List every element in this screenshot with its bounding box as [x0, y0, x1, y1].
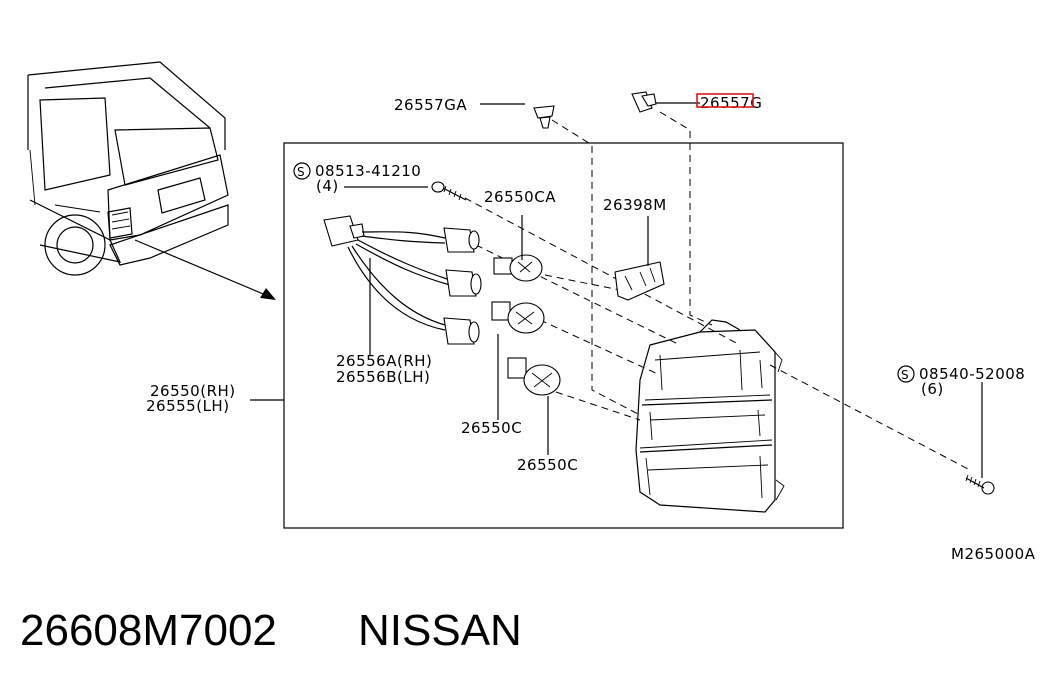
label-lamp-lh[interactable]: 26555(LH) [146, 397, 230, 415]
label-screw-top-code[interactable]: 08513-41210 [315, 162, 421, 180]
bracket-part [614, 216, 665, 301]
highlight-box [696, 93, 754, 108]
label-bulb-c-2[interactable]: 26550C [517, 456, 578, 474]
grommet-g-part [631, 91, 700, 113]
label-screw-right-code[interactable]: 08540-52008 [919, 365, 1025, 383]
bulb-ca-part [493, 215, 543, 282]
assembly-frame [283, 142, 844, 529]
bulb-c-part-1 [491, 301, 545, 420]
screw-top-part [344, 181, 467, 201]
bulb-c-part-2 [507, 357, 561, 455]
label-bulb-c-1[interactable]: 26550C [461, 419, 522, 437]
diagram-code: M265000A [951, 545, 1036, 563]
label-socket-rh[interactable]: 26556A(RH) [336, 352, 432, 370]
label-socket-lh[interactable]: 26556B(LH) [336, 368, 430, 386]
label-bulb-ca[interactable]: 26550CA [484, 188, 556, 206]
brand-name: NISSAN [358, 606, 522, 655]
screw-symbol-top-icon [293, 162, 311, 180]
screw-symbol-top: S [297, 165, 305, 179]
screw-symbol-right: S [901, 368, 909, 382]
screw-symbol-right-icon [897, 365, 915, 383]
grommet-a-part [480, 103, 555, 129]
label-screw-right-qty: (6) [921, 380, 944, 398]
label-grommet-a[interactable]: 26557GA [394, 96, 467, 114]
label-screw-top-qty: (4) [316, 177, 339, 195]
vehicle-illustration [27, 61, 276, 300]
label-lamp-rh[interactable]: 26550(RH) [150, 382, 236, 400]
socket-harness-part [323, 215, 482, 355]
screw-right-part [965, 382, 995, 495]
label-bracket[interactable]: 26398M [603, 196, 667, 214]
part-number: 26608M7002 [20, 606, 277, 655]
tail-lamp-part [250, 319, 785, 513]
